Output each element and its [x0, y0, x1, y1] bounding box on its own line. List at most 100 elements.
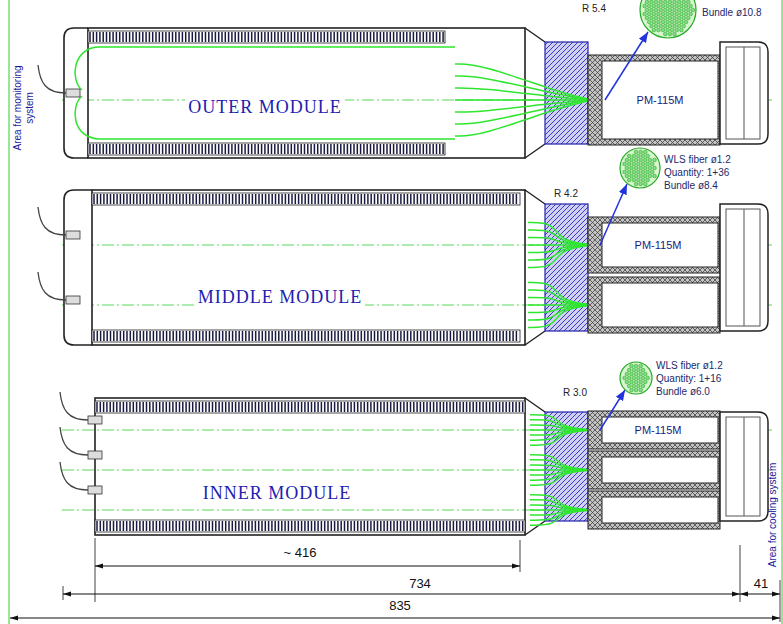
scintillator-strips — [95, 401, 525, 413]
scintillator-strips — [209, 331, 211, 341]
scintillator-strips — [268, 402, 270, 412]
scintillator-strips — [278, 331, 280, 341]
dimension-line — [63, 586, 64, 600]
scintillator-strips — [446, 331, 448, 341]
scintillator-strips — [291, 402, 293, 412]
scintillator-strips — [291, 331, 293, 341]
scintillator-strips — [133, 402, 135, 412]
scintillator-strips — [112, 144, 114, 154]
fiber-bundle-callout — [680, 20, 684, 24]
scintillator-strips — [397, 402, 399, 412]
scintillator-strips — [343, 32, 345, 42]
detector-module — [60, 392, 768, 535]
scintillator-strips — [106, 194, 108, 204]
fiber-bundle-callout — [645, 8, 649, 12]
scintillator-strips — [357, 521, 359, 531]
scintillator-strips — [255, 194, 257, 204]
wls-fiber — [528, 283, 592, 305]
fiber-bundle-callout — [661, 28, 665, 32]
fiber-bundle-callout — [675, 28, 679, 32]
scintillator-strips — [360, 144, 362, 154]
scintillator-strips — [169, 402, 171, 412]
scintillator-strips — [182, 194, 184, 204]
scintillator-strips — [133, 194, 135, 204]
scintillator-strips — [453, 331, 455, 341]
fiber-bundle-callout — [684, 4, 688, 8]
scintillator-strips — [440, 194, 442, 204]
scintillator-strips — [407, 194, 409, 204]
scintillator-strips — [307, 32, 309, 42]
scintillator-strips — [97, 331, 99, 341]
scintillator-strips — [430, 331, 432, 341]
scintillator-strips — [430, 521, 432, 531]
radius-label: R 4.2 — [554, 188, 578, 200]
scintillator-strips — [248, 331, 250, 341]
scintillator-strips — [265, 402, 267, 412]
scintillator-strips — [176, 194, 178, 204]
scintillator-strips — [300, 144, 302, 154]
scintillator-strips — [222, 194, 224, 204]
scintillator-strips — [251, 521, 253, 531]
wls-fiber — [530, 425, 592, 430]
fiber-bundle-callout — [627, 162, 631, 166]
scintillator-strips — [159, 144, 161, 154]
scintillator-strips — [324, 402, 326, 412]
scintillator-strips — [327, 521, 329, 531]
scintillator-strips — [211, 32, 213, 42]
scintillator-strips — [433, 521, 435, 531]
fiber-bundle-callout — [646, 162, 650, 166]
fiber-bundle-callout — [663, 8, 667, 12]
scintillator-strips — [95, 520, 525, 532]
scintillator-strips — [103, 194, 105, 204]
scintillator-strips — [516, 194, 518, 204]
fiber-bundle-callout — [641, 376, 645, 380]
fiber-bundle-callout — [670, 4, 674, 8]
module-name: OUTER MODULE — [185, 97, 345, 118]
scintillator-strips — [307, 402, 309, 412]
scintillator-strips — [166, 194, 168, 204]
scintillator-strips — [347, 521, 349, 531]
pmt-label: PM-115M — [635, 94, 686, 107]
fiber-bundle-callout — [654, 0, 658, 4]
scintillator-strips — [486, 402, 488, 412]
photomultiplier — [602, 457, 718, 483]
scintillator-strips — [122, 144, 124, 154]
scintillator-strips — [334, 194, 336, 204]
scintillator-strips — [189, 331, 191, 341]
photomultiplier — [588, 451, 720, 489]
scintillator-strips — [255, 331, 257, 341]
wls-fiber — [530, 495, 592, 510]
scintillator-strips — [499, 521, 501, 531]
fiber-bundle-callout — [663, 24, 667, 28]
fiber-bundle-callout — [654, 16, 658, 20]
scintillator-strips — [267, 32, 269, 42]
wls-fiber — [100, 46, 455, 48]
scintillator-strips — [268, 194, 270, 204]
fiber-bundle-callout — [652, 4, 656, 8]
scintillator-strips — [512, 402, 514, 412]
fiber-note: WLS fiber ø1.2 — [656, 360, 723, 372]
fiber-bundle-callout — [632, 162, 636, 166]
scintillator-strips — [367, 521, 369, 531]
scintillator-strips — [291, 194, 293, 204]
fiber-bundle-callout — [680, 28, 684, 32]
scintillator-strips — [397, 521, 399, 531]
scintillator-strips — [195, 402, 197, 412]
scintillator-strips — [304, 402, 306, 412]
scintillator-strips — [228, 521, 230, 531]
scintillator-strips — [453, 194, 455, 204]
photomultiplier — [588, 491, 720, 529]
scintillator-strips — [357, 144, 359, 154]
scintillator-strips — [456, 402, 458, 412]
scintillator-strips — [499, 331, 501, 341]
fiber-bundle-callout — [634, 166, 638, 170]
fiber-bundle-callout — [625, 166, 629, 170]
scintillator-strips — [446, 402, 448, 412]
scintillator-strips — [387, 402, 389, 412]
scintillator-strips — [492, 521, 494, 531]
scintillator-strips — [380, 331, 382, 341]
scintillator-strips — [228, 32, 230, 42]
scintillator-strips — [344, 194, 346, 204]
scintillator-strips — [218, 402, 220, 412]
scintillator-strips — [360, 402, 362, 412]
